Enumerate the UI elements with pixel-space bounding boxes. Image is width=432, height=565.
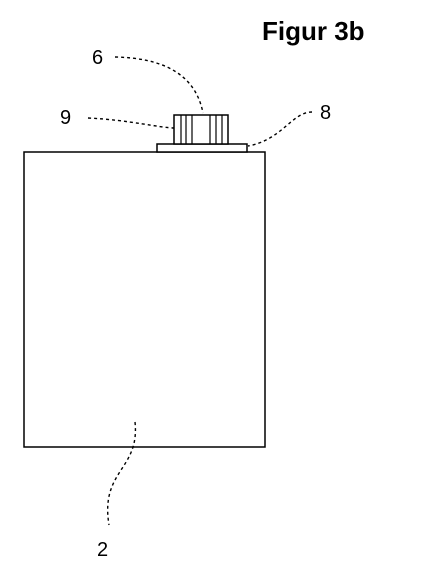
leader-line-container (107, 421, 137, 526)
container-body (23, 151, 266, 448)
base-plate (156, 143, 248, 153)
label-cap: 6 (92, 47, 103, 69)
label-container: 2 (97, 539, 108, 561)
leader-line-ridges (87, 117, 176, 129)
cap (173, 114, 229, 145)
leader-line-cap (114, 56, 204, 114)
label-ridges: 9 (60, 107, 71, 129)
leader-line-plate (247, 111, 313, 147)
label-plate: 8 (320, 102, 331, 124)
figure-title: Figur 3b (262, 16, 365, 46)
